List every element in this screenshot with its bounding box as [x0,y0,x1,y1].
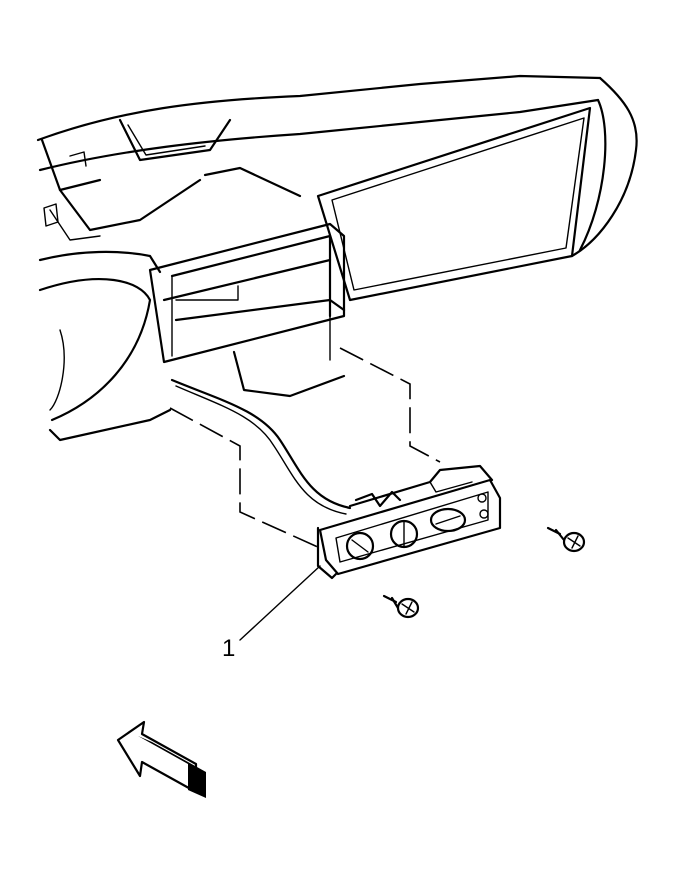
callout-1: 1 [222,565,321,662]
hvac-control-module [316,464,502,580]
lower-screw [382,594,420,619]
fan-control-knob [345,531,375,561]
wiring-harness [170,378,352,515]
temperature-control-knob [429,507,467,533]
alignment-guides [169,347,441,549]
instrument-panel [36,74,638,442]
mode-control-knob [389,519,419,549]
callout-number: 1 [222,635,235,662]
forward-arrow-icon [116,720,206,798]
upper-screw [546,526,586,553]
